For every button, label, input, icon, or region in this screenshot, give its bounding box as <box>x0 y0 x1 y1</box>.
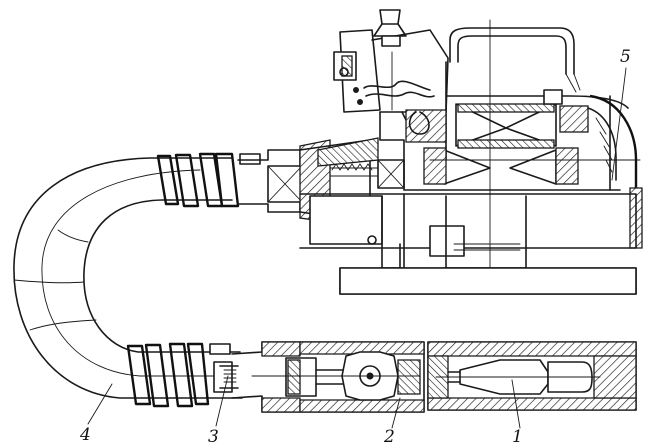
leader-lines <box>87 67 627 429</box>
callout-2: 2 <box>383 427 395 447</box>
vibrator-body <box>213 341 425 413</box>
upper-hose-clamps <box>156 152 261 208</box>
callout-1: 1 <box>512 427 523 447</box>
motor-base <box>299 193 637 295</box>
callout-5: 5 <box>620 47 631 67</box>
fan-cover <box>587 94 643 249</box>
electric-motor <box>379 19 641 277</box>
vibrator-tip-eccentric <box>427 341 637 411</box>
switch-box <box>333 9 449 141</box>
callout-3: 3 <box>208 427 219 447</box>
flexible-shaft-hose <box>13 157 243 399</box>
callout-4: 4 <box>79 425 91 445</box>
lower-hose-clamps <box>126 342 231 408</box>
